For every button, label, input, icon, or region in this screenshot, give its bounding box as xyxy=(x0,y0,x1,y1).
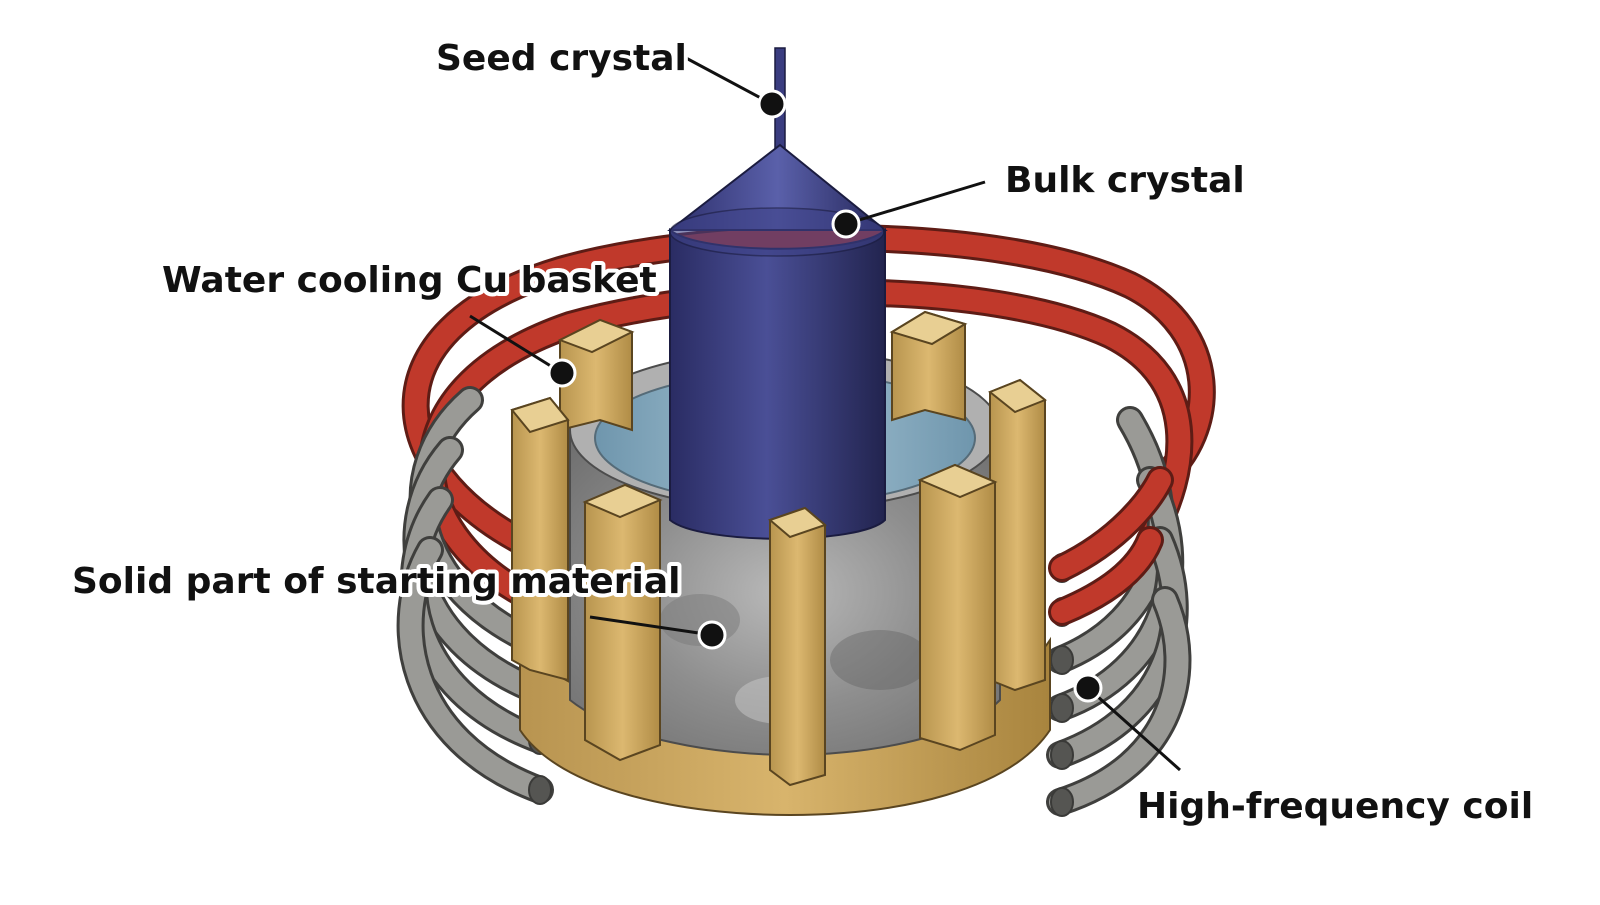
cu-fingers-back xyxy=(557,310,968,432)
label-solid-part: Solid part of starting material xyxy=(72,561,680,602)
red-coil-ends xyxy=(1048,466,1174,626)
gray-coil-left xyxy=(396,386,554,804)
cu-fingers-front xyxy=(510,378,1047,787)
leader-lines xyxy=(469,56,1181,772)
label-seed-crystal: Seed crystal xyxy=(436,38,687,79)
label-cu-basket: Water cooling Cu basket xyxy=(162,260,657,301)
gray-coil-right xyxy=(1046,406,1192,816)
bulk-crystal xyxy=(667,47,888,540)
label-hf-coil: High-frequency coil xyxy=(1137,786,1533,827)
leader-dots xyxy=(547,89,1103,703)
label-bulk-crystal: Bulk crystal xyxy=(1005,160,1245,201)
